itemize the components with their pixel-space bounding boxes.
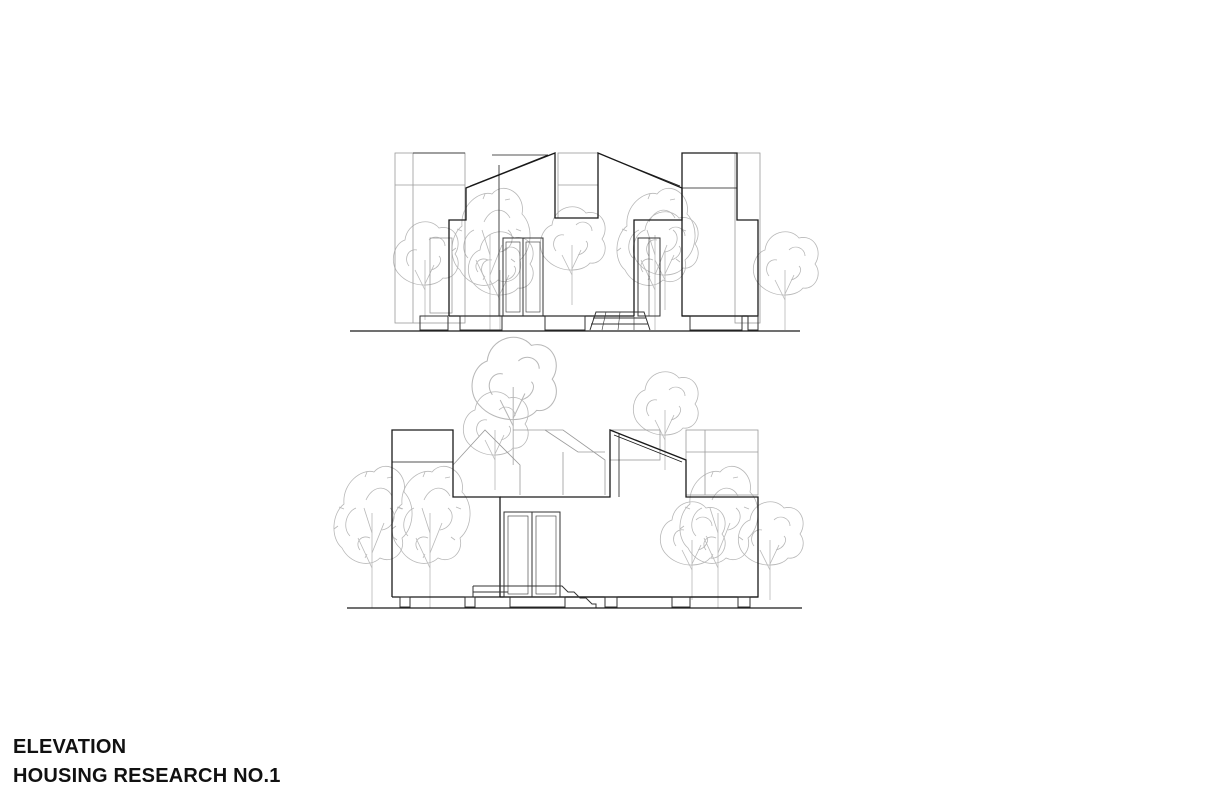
- upper-trees: [392, 187, 819, 466]
- lower-trees: [333, 371, 804, 609]
- upper-rear-volumes: [394, 152, 761, 324]
- upper-foundation: [419, 311, 759, 331]
- caption-title: ELEVATION: [13, 736, 127, 758]
- lower-rear-volumes: [452, 429, 759, 496]
- lower-building: [391, 429, 759, 598]
- lower-foundation: [399, 585, 751, 608]
- lower-elevation: [333, 371, 804, 609]
- caption-subtitle: HOUSING RESEARCH NO.1: [13, 765, 281, 787]
- upper-elevation: [350, 152, 819, 466]
- lower-openings: [503, 511, 561, 598]
- upper-openings: [502, 237, 661, 317]
